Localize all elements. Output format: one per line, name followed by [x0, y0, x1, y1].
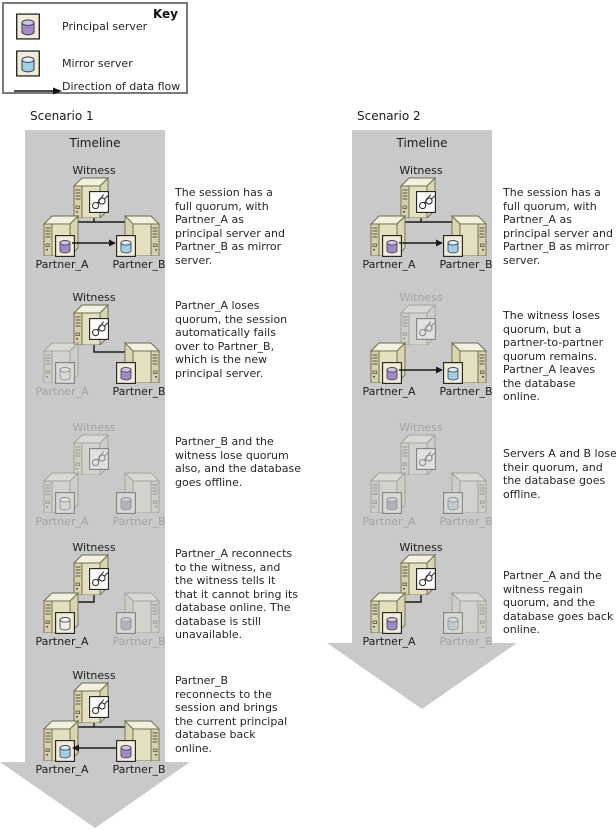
- partner-b-label: Partner_B: [112, 635, 166, 648]
- witness-glasses-icon: [89, 448, 109, 470]
- witness-glasses-icon: [416, 568, 436, 590]
- partner-a-label: Partner_A: [362, 258, 416, 271]
- partner-a-label: Partner_A: [35, 763, 89, 776]
- partner-b-server-offline: [116, 471, 160, 515]
- key-title: Key: [152, 7, 178, 21]
- s2-step-4: Witness Partner_A Partner_B Partner_A an…: [352, 541, 613, 659]
- s2-step-1: Witness Partner_A Partner_B The session …: [352, 164, 612, 282]
- partner-b-label: Partner_B: [112, 385, 166, 398]
- s1-step-1: Witness Partner_A Partner_B The session …: [25, 164, 284, 282]
- step-description: The session has a full quorum, with Part…: [503, 186, 613, 267]
- witness-glasses-icon: [89, 318, 109, 340]
- data-flow-arrow-a-to-b: [399, 239, 443, 247]
- timeline-label: Timeline: [396, 136, 448, 150]
- timeline-arrowhead: [0, 762, 190, 828]
- partner-b-server-offline: [443, 471, 487, 515]
- offline-database-icon: [55, 612, 75, 634]
- partner-a-server-offline: [43, 471, 87, 515]
- s1-step-3: Witness Partner_A Partner_B Partner_B an…: [25, 421, 301, 539]
- step-description: Partner_B and the witness lose quorum al…: [175, 435, 301, 489]
- mirror-server-icon: [16, 50, 40, 77]
- timeline-arrowhead: [327, 643, 517, 709]
- witness-label: Witness: [399, 421, 443, 434]
- witness-label: Witness: [399, 541, 443, 554]
- partner-a-label: Partner_A: [35, 515, 89, 528]
- data-flow-arrow-a-to-b: [399, 366, 443, 374]
- partner-b-server: [116, 341, 160, 385]
- partner-b-label: Partner_B: [439, 258, 493, 271]
- witness-label: Witness: [399, 164, 443, 177]
- partner-b-label: Partner_B: [439, 515, 493, 528]
- s2-step-3: Witness Partner_A Partner_B Servers A an…: [352, 421, 616, 539]
- step-description: The session has a full quorum, with Part…: [175, 186, 285, 267]
- partner-a-label: Partner_A: [35, 385, 89, 398]
- witness-label: Witness: [72, 541, 116, 554]
- key-legend: Key Principal server Mirror server Direc…: [2, 2, 188, 95]
- witness-label: Witness: [72, 291, 116, 304]
- partner-a-server: [370, 591, 414, 635]
- scenario-2: Scenario 2 Timeline Witness Partner_A Pa…: [327, 109, 616, 712]
- data-flow-arrow-b-to-a: [72, 744, 116, 752]
- witness-glasses-icon: [416, 448, 436, 470]
- partner-a-label: Partner_A: [362, 515, 416, 528]
- key-flow-label: Direction of data flow: [62, 80, 181, 93]
- witness-label: Witness: [72, 669, 116, 682]
- partner-b-label: Partner_B: [112, 763, 166, 776]
- step-description: Partner_A and the witness regain quorum,…: [503, 569, 614, 636]
- scenario-1-title: Scenario 1: [30, 109, 94, 123]
- data-flow-arrow-icon: [14, 87, 62, 95]
- mirror-database-icon: [443, 492, 463, 514]
- partner-b-label: Partner_B: [112, 258, 166, 271]
- step-description: The witness loses quorum, but a partner-…: [503, 309, 604, 403]
- partner-b-label: Partner_B: [112, 515, 166, 528]
- key-mirror-label: Mirror server: [62, 57, 133, 70]
- s1-step-4: Witness Partner_A Partner_B Partner_A re…: [25, 541, 298, 659]
- witness-label: Witness: [72, 164, 116, 177]
- principal-database-icon: [116, 612, 136, 634]
- step-description: Partner_B reconnects to the session and …: [175, 674, 288, 755]
- step-description: Partner_A reconnects to the witness, and…: [175, 547, 299, 641]
- witness-label: Witness: [399, 291, 443, 304]
- s1-step-2: Witness Partner_A Partner_B Partner_A lo…: [25, 291, 287, 409]
- key-principal-label: Principal server: [62, 20, 148, 33]
- partner-a-label: Partner_A: [35, 635, 89, 648]
- partner-b-server-offline: [116, 591, 160, 635]
- witness-glasses-icon: [89, 568, 109, 590]
- partner-a-label: Partner_A: [362, 635, 416, 648]
- partner-a-server-offline: [370, 471, 414, 515]
- principal-database-icon: [382, 492, 402, 514]
- partner-b-label: Partner_B: [439, 635, 493, 648]
- partner-a-server: [43, 591, 87, 635]
- offline-database-icon: [55, 492, 75, 514]
- witness-label: Witness: [72, 421, 116, 434]
- offline-database-icon: [55, 362, 75, 384]
- partner-a-label: Partner_A: [362, 385, 416, 398]
- partner-a-label: Partner_A: [35, 258, 89, 271]
- step-description: Servers A and B lose their quorum, and t…: [503, 447, 616, 501]
- s1-step-5: Witness Partner_A Partner_B Partner_B re…: [25, 669, 287, 787]
- principal-database-icon: [382, 612, 402, 634]
- mirror-database-icon: [443, 612, 463, 634]
- scenario-2-title: Scenario 2: [357, 109, 421, 123]
- principal-server-icon: [16, 13, 40, 40]
- partner-b-server-offline: [443, 591, 487, 635]
- data-flow-arrow-a-to-b: [72, 239, 116, 247]
- s2-step-2: Witness Partner_A Partner_B The witness …: [352, 291, 603, 409]
- timeline-label: Timeline: [69, 136, 121, 150]
- partner-b-label: Partner_B: [439, 385, 493, 398]
- step-description: Partner_A loses quorum, the session auto…: [175, 299, 288, 380]
- partner-a-server-offline: [43, 341, 87, 385]
- principal-database-icon: [116, 492, 136, 514]
- principal-database-icon: [116, 362, 136, 384]
- scenario-1: Scenario 1 Timeline Witness Partner_A Pa…: [0, 109, 325, 830]
